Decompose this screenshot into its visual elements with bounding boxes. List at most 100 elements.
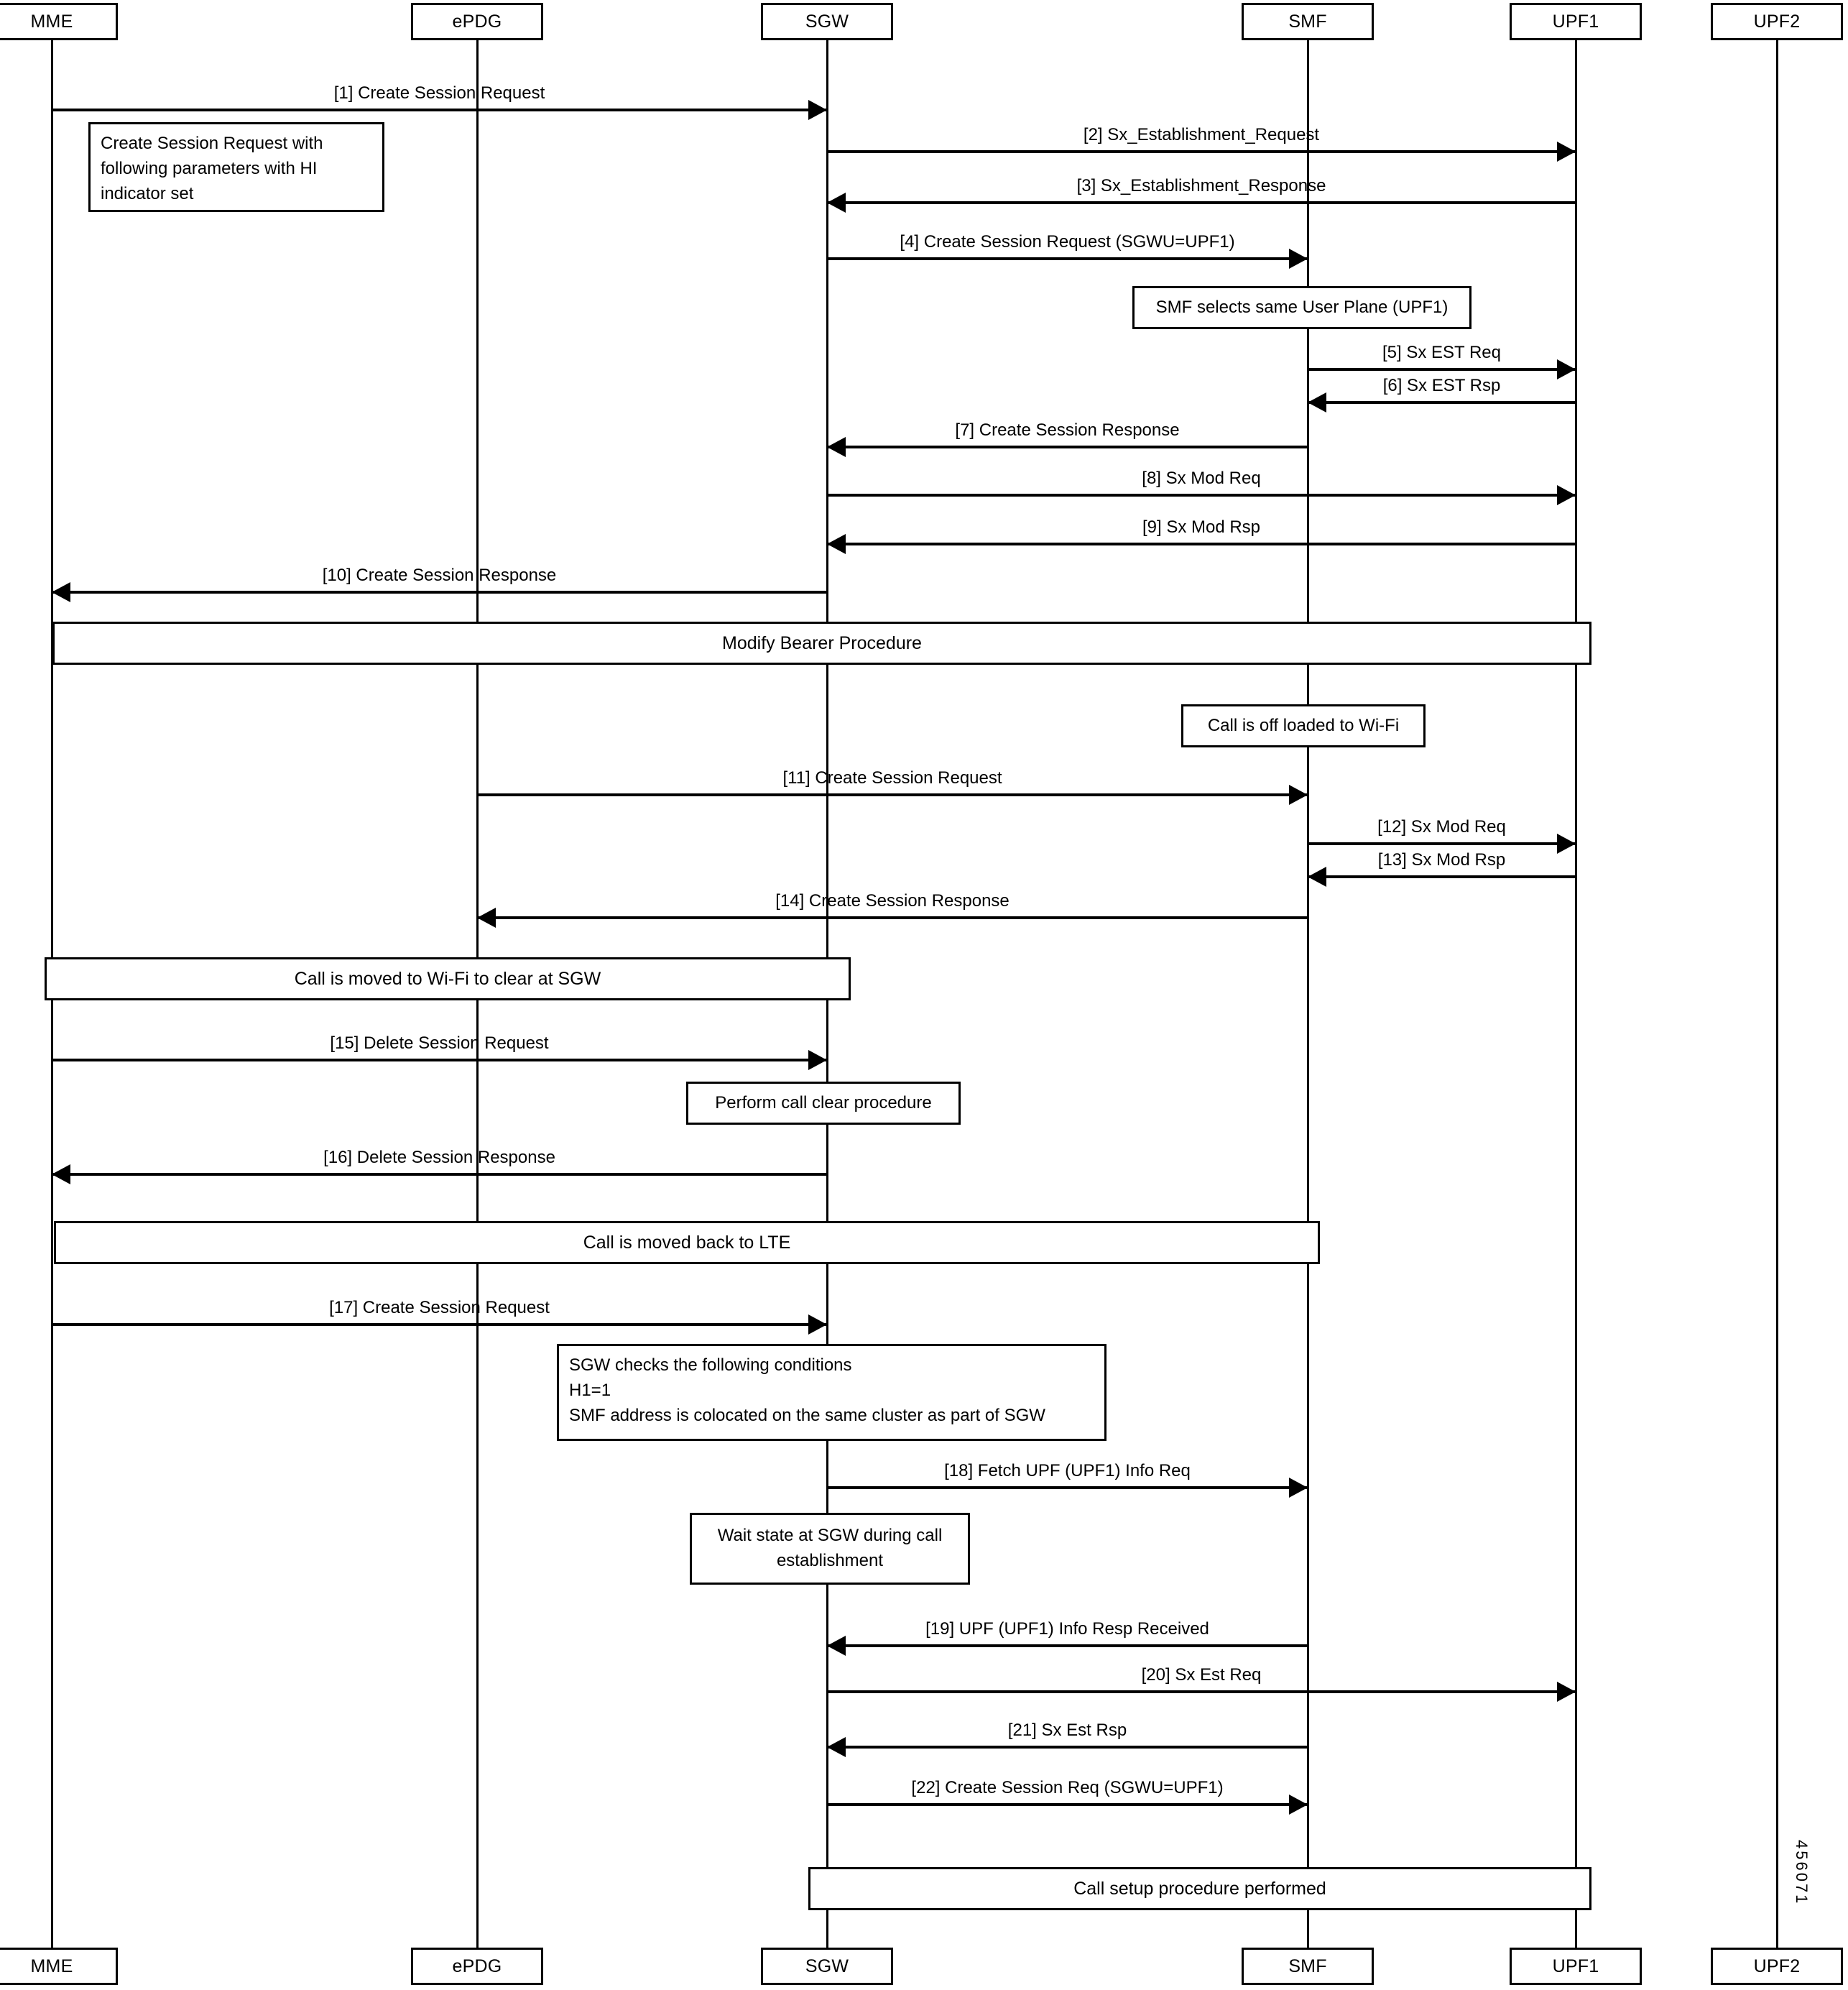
arrowhead-left-icon: [827, 1636, 846, 1656]
message-line-13: [1308, 875, 1576, 878]
footer-actor-mme[interactable]: MME: [0, 1948, 118, 1985]
band-label: Call is moved to Wi-Fi to clear at SGW: [294, 968, 601, 989]
arrowhead-right-icon: [1557, 359, 1576, 379]
note-create-session-params: Create Session Request with following pa…: [88, 122, 384, 212]
note-line: Wait state at SGW during call: [717, 1526, 943, 1546]
band-label: Call setup procedure performed: [1073, 1878, 1326, 1899]
arrowhead-right-icon: [1557, 834, 1576, 854]
arrowhead-left-icon: [52, 582, 70, 602]
note-call-offloaded-wifi: Call is off loaded to Wi-Fi: [1181, 704, 1426, 747]
header-actor-upf2[interactable]: UPF2: [1711, 3, 1843, 40]
note-line: SGW checks the following conditions: [569, 1355, 852, 1375]
lifeline-upf1: [1575, 40, 1577, 1948]
actor-label: ePDG: [452, 11, 502, 32]
message-label-11: [11] Create Session Request: [782, 768, 1002, 788]
lifeline-smf: [1307, 40, 1309, 1948]
message-line-6: [1308, 401, 1576, 404]
message-label-7: [7] Create Session Response: [955, 420, 1180, 440]
footer-actor-upf2[interactable]: UPF2: [1711, 1948, 1843, 1985]
arrowhead-right-icon: [808, 100, 827, 120]
message-line-1: [52, 109, 827, 111]
arrowhead-left-icon: [827, 193, 846, 213]
message-label-4: [4] Create Session Request (SGWU=UPF1): [900, 232, 1235, 252]
message-line-10: [52, 591, 827, 594]
band-call-moved-back-lte: Call is moved back to LTE: [54, 1221, 1320, 1264]
message-line-12: [1308, 842, 1576, 845]
message-label-5: [5] Sx EST Req: [1382, 343, 1501, 362]
message-line-8: [827, 494, 1576, 497]
footer-actor-upf1[interactable]: UPF1: [1510, 1948, 1642, 1985]
arrowhead-right-icon: [808, 1050, 827, 1070]
message-label-2: [2] Sx_Establishment_Request: [1083, 125, 1320, 144]
figure-id: 456071: [1793, 1840, 1811, 1906]
arrowhead-left-icon: [827, 437, 846, 457]
header-actor-sgw[interactable]: SGW: [761, 3, 893, 40]
message-line-18: [827, 1486, 1308, 1489]
message-line-16: [52, 1173, 827, 1176]
message-label-22: [22] Create Session Req (SGWU=UPF1): [911, 1778, 1224, 1797]
note-line: Create Session Request with: [101, 134, 323, 153]
message-label-12: [12] Sx Mod Req: [1377, 817, 1506, 837]
footer-actor-sgw[interactable]: SGW: [761, 1948, 893, 1985]
message-label-13: [13] Sx Mod Rsp: [1377, 850, 1506, 870]
band-call-moved-to-wifi: Call is moved to Wi-Fi to clear at SGW: [45, 957, 851, 1000]
actor-label: MME: [30, 11, 73, 32]
actor-label: SMF: [1288, 1956, 1327, 1976]
header-actor-smf[interactable]: SMF: [1242, 3, 1374, 40]
actor-label: SGW: [805, 1956, 849, 1976]
message-line-22: [827, 1803, 1308, 1806]
message-line-9: [827, 543, 1576, 545]
band-label: Modify Bearer Procedure: [722, 632, 922, 653]
message-line-7: [827, 446, 1308, 448]
actor-label: SGW: [805, 11, 849, 32]
arrowhead-right-icon: [1289, 249, 1308, 269]
arrowhead-left-icon: [1308, 392, 1326, 413]
message-line-14: [477, 916, 1308, 919]
message-line-19: [827, 1644, 1308, 1647]
message-label-19: [19] UPF (UPF1) Info Resp Received: [925, 1619, 1209, 1639]
arrowhead-right-icon: [1557, 485, 1576, 505]
header-actor-upf1[interactable]: UPF1: [1510, 3, 1642, 40]
arrowhead-right-icon: [1289, 785, 1308, 805]
message-line-4: [827, 257, 1308, 260]
note-text: Perform call clear procedure: [715, 1092, 932, 1113]
message-line-11: [477, 793, 1308, 796]
footer-actor-epdg[interactable]: ePDG: [411, 1948, 543, 1985]
message-line-5: [1308, 368, 1576, 371]
actor-label: SMF: [1288, 11, 1327, 32]
arrowhead-left-icon: [1308, 867, 1326, 887]
message-label-3: [3] Sx_Establishment_Response: [1076, 176, 1326, 195]
message-label-6: [6] Sx EST Rsp: [1382, 376, 1501, 395]
actor-label: UPF1: [1552, 11, 1599, 32]
header-actor-epdg[interactable]: ePDG: [411, 3, 543, 40]
message-label-9: [9] Sx Mod Rsp: [1142, 517, 1261, 537]
arrowhead-left-icon: [52, 1164, 70, 1184]
message-line-15: [52, 1059, 827, 1061]
header-actor-mme[interactable]: MME: [0, 3, 118, 40]
note-line: SMF address is colocated on the same clu…: [569, 1405, 1045, 1425]
arrowhead-right-icon: [808, 1314, 827, 1335]
message-label-17: [17] Create Session Request: [329, 1298, 550, 1317]
message-line-3: [827, 201, 1576, 204]
actor-label: UPF2: [1753, 1956, 1801, 1976]
message-label-1: [1] Create Session Request: [333, 83, 545, 103]
band-label: Call is moved back to LTE: [583, 1232, 791, 1253]
message-label-20: [20] Sx Est Req: [1141, 1665, 1262, 1685]
message-line-2: [827, 150, 1576, 153]
arrowhead-right-icon: [1289, 1795, 1308, 1815]
note-line: following parameters with HI: [101, 158, 318, 178]
band-modify-bearer-procedure: Modify Bearer Procedure: [52, 622, 1591, 665]
footer-actor-smf[interactable]: SMF: [1242, 1948, 1374, 1985]
message-label-14: [14] Create Session Response: [775, 891, 1010, 911]
message-label-15: [15] Delete Session Request: [330, 1033, 549, 1053]
arrowhead-left-icon: [827, 534, 846, 554]
note-line: establishment: [776, 1551, 884, 1570]
message-label-18: [18] Fetch UPF (UPF1) Info Req: [944, 1461, 1191, 1480]
note-smf-selects-up: SMF selects same User Plane (UPF1): [1132, 286, 1472, 329]
lifeline-upf2: [1776, 40, 1778, 1948]
message-line-21: [827, 1746, 1308, 1749]
message-label-8: [8] Sx Mod Req: [1142, 469, 1261, 488]
actor-label: UPF1: [1552, 1956, 1599, 1976]
actor-label: ePDG: [452, 1956, 502, 1976]
